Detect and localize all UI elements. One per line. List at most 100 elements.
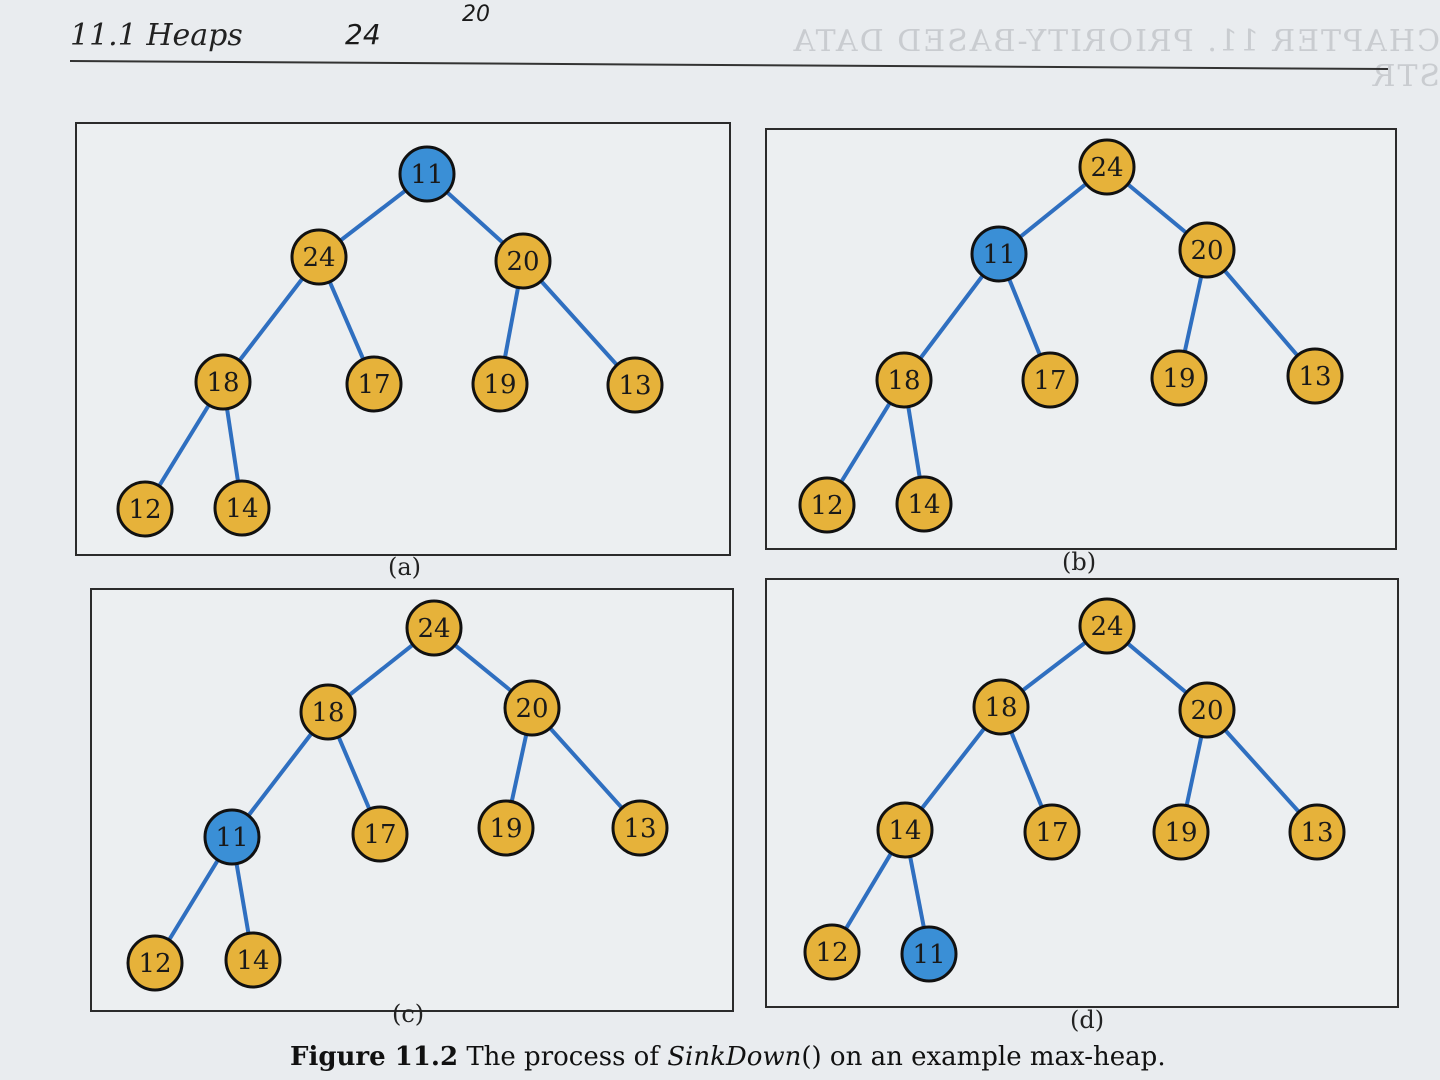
- heap-node-value: 20: [1190, 696, 1223, 726]
- heap-node: 11: [398, 145, 456, 203]
- heap-node: 18: [194, 353, 252, 411]
- heap-node-value: 11: [215, 823, 248, 853]
- heap-node-circle: [1078, 597, 1136, 655]
- panel-b-label: (b): [1062, 548, 1097, 576]
- heap-node-circle: [611, 799, 669, 857]
- heap-node: 14: [224, 931, 282, 989]
- heap-node-value: 12: [128, 495, 161, 525]
- heap-node-circle: [900, 925, 958, 983]
- heap-node-circle: [875, 351, 933, 409]
- heap-node: 19: [471, 355, 529, 413]
- heap-node-value: 11: [982, 240, 1015, 270]
- heap-node: 20: [1178, 221, 1236, 279]
- heap-node-circle: [1286, 347, 1344, 405]
- heap-node-value: 11: [912, 940, 945, 970]
- heap-node-value: 18: [984, 693, 1017, 723]
- heap-node: 12: [126, 934, 184, 992]
- heap-node-value: 24: [1090, 612, 1123, 642]
- heap-node-value: 18: [206, 368, 239, 398]
- heap-node-value: 19: [483, 370, 516, 400]
- heap-node-circle: [798, 476, 856, 534]
- heap-node-value: 24: [1090, 153, 1123, 183]
- heap-node-value: 14: [888, 816, 921, 846]
- heap-node: 13: [606, 356, 664, 414]
- heap-node: 24: [1078, 597, 1136, 655]
- heap-node: 24: [290, 228, 348, 286]
- heap-node-value: 17: [357, 370, 390, 400]
- heap-node: 20: [494, 232, 552, 290]
- heap-node-circle: [224, 931, 282, 989]
- heap-node-circle: [116, 480, 174, 538]
- panel-c-label: (c): [392, 1000, 425, 1028]
- heap-node-value: 24: [417, 614, 450, 644]
- heap-node-value: 19: [1164, 818, 1197, 848]
- heap-node: 18: [875, 351, 933, 409]
- heap-node: 13: [611, 799, 669, 857]
- heap-node-value: 19: [1162, 364, 1195, 394]
- panel-d: 24 18 20 14 17 19 13 12 11: [765, 578, 1399, 1008]
- heap-node-circle: [494, 232, 552, 290]
- heap-node-circle: [1178, 221, 1236, 279]
- heap-node-value: 17: [1033, 366, 1066, 396]
- heap-node: 18: [299, 683, 357, 741]
- heap-node-circle: [895, 475, 953, 533]
- heap-node: 19: [1150, 349, 1208, 407]
- heap-node-value: 17: [1035, 818, 1068, 848]
- heap-node-circle: [299, 683, 357, 741]
- heap-node: 20: [503, 679, 561, 737]
- heap-node: 19: [1152, 803, 1210, 861]
- heap-node: 20: [1178, 681, 1236, 739]
- heap-node: 12: [803, 923, 861, 981]
- handwritten-note-2: 20: [462, 2, 490, 27]
- caption-text-before: The process of: [466, 1042, 659, 1072]
- heap-node-circle: [803, 923, 861, 981]
- heap-node-circle: [876, 801, 934, 859]
- heap-node: 13: [1288, 803, 1346, 861]
- heap-node: 24: [405, 599, 463, 657]
- heap-node-circle: [1178, 681, 1236, 739]
- heap-node-value: 18: [311, 698, 344, 728]
- heap-node: 13: [1286, 347, 1344, 405]
- heap-node-circle: [203, 808, 261, 866]
- heap-node-value: 13: [623, 814, 656, 844]
- caption-text-after: () on an example max-heap.: [801, 1042, 1166, 1072]
- heap-node-circle: [503, 679, 561, 737]
- heap-node-value: 13: [1298, 362, 1331, 392]
- heap-node-circle: [398, 145, 456, 203]
- heap-node-circle: [351, 805, 409, 863]
- heap-node-value: 18: [887, 366, 920, 396]
- heap-node-circle: [471, 355, 529, 413]
- heap-node-circle: [972, 678, 1030, 736]
- heap-node: 14: [895, 475, 953, 533]
- heap-node-circle: [1021, 351, 1079, 409]
- heap-node-circle: [606, 356, 664, 414]
- heap-node-circle: [405, 599, 463, 657]
- heap-node-circle: [126, 934, 184, 992]
- figure-caption: Figure 11.2 The process of SinkDown() on…: [290, 1042, 1166, 1072]
- heap-node-circle: [194, 353, 252, 411]
- heap-node-value: 13: [1300, 818, 1333, 848]
- heap-node-value: 20: [515, 694, 548, 724]
- section-header: 11.1 Heaps: [70, 18, 243, 53]
- heap-node: 11: [970, 225, 1028, 283]
- heap-node: 14: [213, 479, 271, 537]
- caption-figure-number: Figure 11.2: [290, 1042, 459, 1072]
- heap-node: 19: [477, 799, 535, 857]
- heap-node-value: 14: [907, 490, 940, 520]
- heap-node: 14: [876, 801, 934, 859]
- heap-node-value: 14: [225, 494, 258, 524]
- heap-node-circle: [970, 225, 1028, 283]
- heap-node-circle: [345, 355, 403, 413]
- heap-node-value: 19: [489, 814, 522, 844]
- heap-tree-a: 11 24 20 18 17 19 13 12 14: [116, 145, 664, 538]
- heap-node-value: 12: [815, 938, 848, 968]
- handwritten-note-1: 24: [345, 18, 381, 51]
- heap-node-value: 13: [618, 371, 651, 401]
- bleed-through-text: CHAPTER 11. PRIORITY-BASED DATA STR: [791, 24, 1440, 94]
- heap-node-circle: [1152, 803, 1210, 861]
